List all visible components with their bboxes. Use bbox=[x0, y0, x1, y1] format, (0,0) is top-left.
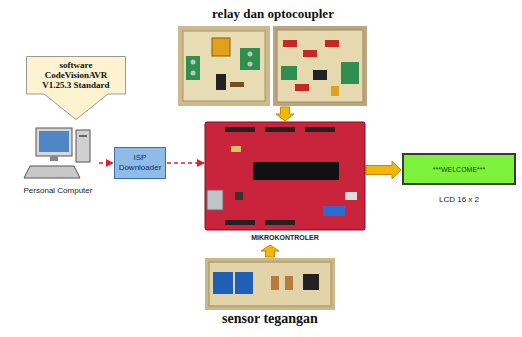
photo-ground bbox=[205, 258, 335, 310]
node-body bbox=[205, 258, 335, 310]
microcontroller-board-photo bbox=[205, 122, 365, 230]
pin-header bbox=[265, 220, 295, 225]
pin-header bbox=[305, 127, 335, 132]
terminal-block bbox=[235, 272, 253, 294]
screw bbox=[191, 60, 196, 65]
node-body: ***WELCOME*** bbox=[402, 153, 516, 185]
board-label: MIKROKONTROLER bbox=[251, 232, 319, 244]
section-heading: sensor tegangan bbox=[222, 311, 318, 327]
pcb bbox=[277, 30, 363, 102]
resistor bbox=[283, 40, 297, 47]
usb-port bbox=[207, 190, 223, 210]
terminal-block bbox=[213, 272, 233, 294]
resistor bbox=[230, 82, 244, 87]
resistor bbox=[295, 84, 309, 91]
personal-computer: Personal Computer bbox=[18, 126, 98, 196]
node-body bbox=[205, 122, 365, 230]
lcd-screen-text: ***WELCOME*** bbox=[433, 165, 486, 174]
pin-header bbox=[225, 127, 255, 132]
pin-header bbox=[265, 127, 295, 132]
optocoupler-board-photo bbox=[273, 26, 367, 106]
lcd-display: ***WELCOME*** LCD 16 x 2 bbox=[402, 153, 516, 205]
text-slot: MIKROKONTROLER bbox=[205, 230, 365, 244]
relay-board-photo bbox=[178, 26, 270, 106]
pcb bbox=[209, 262, 331, 306]
text-slot: sensor tegangan bbox=[205, 310, 335, 327]
computer-icon bbox=[24, 128, 90, 178]
screw bbox=[191, 71, 196, 76]
terminal-block bbox=[281, 66, 297, 80]
relay-module: relay dan optocoupler bbox=[178, 6, 368, 106]
mcu-chip bbox=[253, 162, 339, 180]
terminal-block bbox=[341, 62, 359, 84]
arrow-shape bbox=[27, 57, 126, 120]
text-slot: Personal Computer bbox=[18, 184, 98, 196]
signal-block-arrow bbox=[276, 107, 294, 121]
pcb bbox=[183, 31, 265, 101]
relay bbox=[212, 38, 230, 56]
screw bbox=[248, 52, 253, 57]
node-body bbox=[178, 26, 368, 106]
terminal-block bbox=[186, 56, 200, 80]
photo-ground bbox=[273, 26, 367, 106]
section-heading: relay dan optocoupler bbox=[212, 6, 334, 22]
text-slot: LCD 16 x 2 bbox=[402, 185, 516, 205]
resistor bbox=[285, 276, 293, 290]
data-link-arrow bbox=[167, 162, 204, 164]
pcb bbox=[205, 122, 365, 230]
monitor-stand bbox=[50, 156, 58, 161]
component bbox=[303, 274, 319, 290]
node-body bbox=[18, 126, 98, 184]
button bbox=[345, 192, 357, 200]
regulator bbox=[235, 192, 243, 200]
screw bbox=[248, 62, 253, 67]
box-label: ISP Downloader bbox=[117, 153, 163, 173]
device-label: Personal Computer bbox=[24, 186, 93, 196]
signal-block-arrow bbox=[366, 161, 401, 179]
node-body: software CodeVisionAVR V1.25.3 Standard bbox=[26, 56, 126, 120]
screen bbox=[39, 131, 69, 152]
isp-box: ISP Downloader bbox=[114, 147, 166, 179]
voltage-sensor-photo bbox=[205, 258, 335, 310]
device-label: LCD 16 x 2 bbox=[439, 195, 479, 205]
connector-group bbox=[99, 107, 401, 257]
microcontroller-board: MIKROKONTROLER bbox=[205, 122, 365, 244]
software-callout: software CodeVisionAVR V1.25.3 Standard bbox=[26, 56, 126, 120]
photo-ground bbox=[178, 26, 270, 106]
keyboard bbox=[24, 166, 80, 178]
monitor bbox=[36, 128, 72, 156]
text-slot: relay dan optocoupler bbox=[178, 6, 368, 26]
voltage-sensor: sensor tegangan bbox=[205, 258, 335, 327]
resistor bbox=[325, 40, 339, 47]
tower bbox=[76, 130, 90, 162]
software-label: software CodeVisionAVR V1.25.3 Standard bbox=[31, 60, 121, 90]
node-body: ISP Downloader bbox=[114, 147, 166, 179]
data-link-arrow bbox=[99, 162, 113, 164]
resistor bbox=[303, 50, 317, 57]
crystal bbox=[231, 146, 241, 152]
resistor bbox=[271, 276, 279, 290]
connector bbox=[323, 206, 345, 216]
signal-block-arrow bbox=[261, 245, 279, 257]
capacitor bbox=[331, 86, 339, 96]
optocoupler-chip bbox=[313, 70, 327, 80]
transistor bbox=[216, 74, 226, 90]
drive-slot bbox=[79, 135, 87, 137]
pin-header bbox=[225, 220, 255, 225]
terminal-block bbox=[240, 48, 260, 70]
